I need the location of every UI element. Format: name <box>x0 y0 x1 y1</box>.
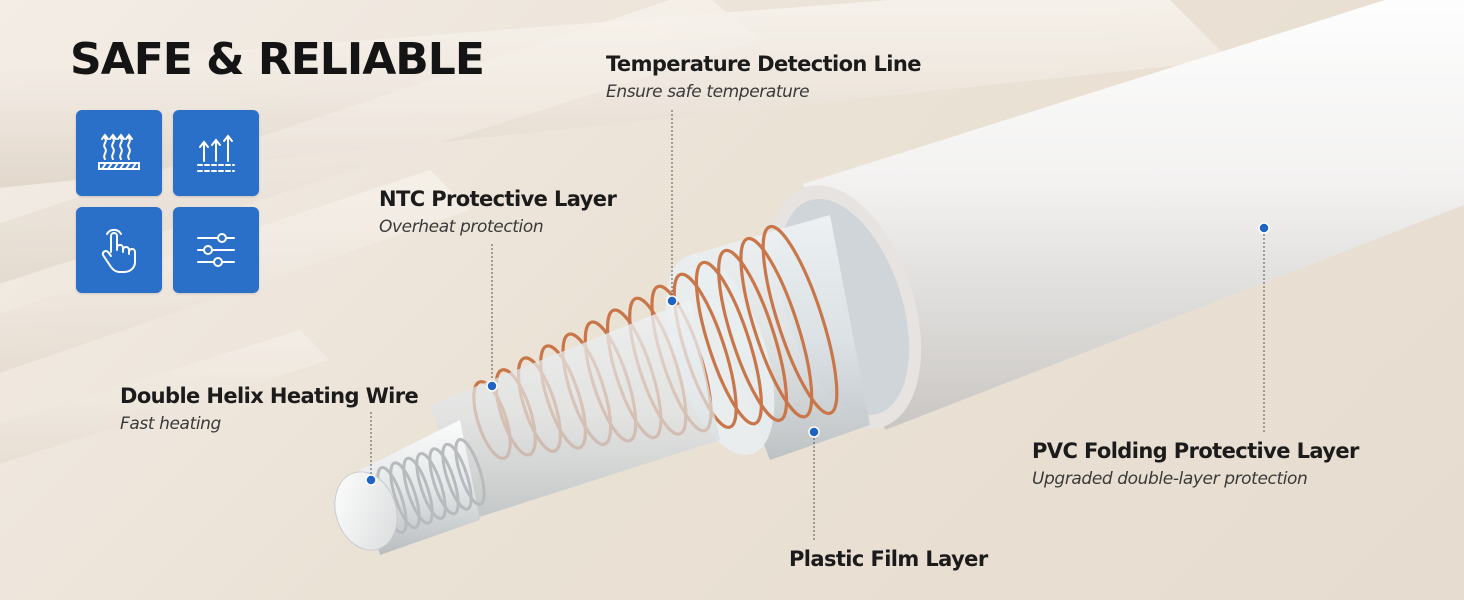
helix-coil <box>717 248 789 422</box>
touch-hand-icon <box>101 228 136 273</box>
callout-wire-title: Double Helix Heating Wire <box>120 384 419 408</box>
callout-temperature: Temperature Detection Line Ensure safe t… <box>606 52 921 102</box>
leader-lines <box>370 110 1265 540</box>
callout-ntc-subtitle: Overheat protection <box>379 217 544 237</box>
feature-icon-grid <box>76 110 259 293</box>
icon-tile-sliders <box>173 207 259 293</box>
marker-film <box>808 426 820 438</box>
callout-pvc-title: PVC Folding Protective Layer <box>1032 439 1359 463</box>
callout-markers <box>365 222 1270 486</box>
callout-pvc-subtitle: Upgraded double-layer protection <box>1032 469 1308 489</box>
marker-wire <box>365 474 377 486</box>
callout-film-title: Plastic Film Layer <box>789 547 988 571</box>
heat-waves-icon <box>98 133 140 170</box>
rising-arrows-icon <box>197 134 235 172</box>
callout-temperature-title: Temperature Detection Line <box>606 52 921 76</box>
callout-pvc: PVC Folding Protective Layer Upgraded do… <box>1032 439 1359 489</box>
marker-pvc <box>1258 222 1270 234</box>
spring-coil <box>415 452 447 520</box>
core-end-cap <box>334 471 398 551</box>
icon-tile-touch <box>76 207 162 293</box>
marker-ntc <box>486 380 498 392</box>
helix-coil <box>694 260 763 426</box>
spring-coil <box>441 442 473 511</box>
page-title: SAFE & RELIABLE <box>70 34 485 85</box>
icon-tile-rising <box>173 110 259 196</box>
spring-coil <box>428 447 460 516</box>
helix-coil <box>761 224 839 416</box>
callout-temperature-subtitle: Ensure safe temperature <box>606 82 810 102</box>
inner-spring <box>376 438 486 534</box>
callout-ntc: NTC Protective Layer Overheat protection <box>379 187 617 237</box>
icon-tile-heat <box>76 110 162 196</box>
spring-coil <box>454 438 486 506</box>
marker-temperature <box>666 295 678 307</box>
callout-ntc-title: NTC Protective Layer <box>379 187 617 211</box>
callout-wire-subtitle: Fast heating <box>120 414 221 434</box>
helix-coil <box>739 236 814 419</box>
spring-coil <box>389 461 421 530</box>
callout-film: Plastic Film Layer <box>789 547 988 571</box>
callout-wire: Double Helix Heating Wire Fast heating <box>120 384 419 434</box>
sliders-icon <box>197 233 235 267</box>
spring-coil <box>402 456 434 525</box>
